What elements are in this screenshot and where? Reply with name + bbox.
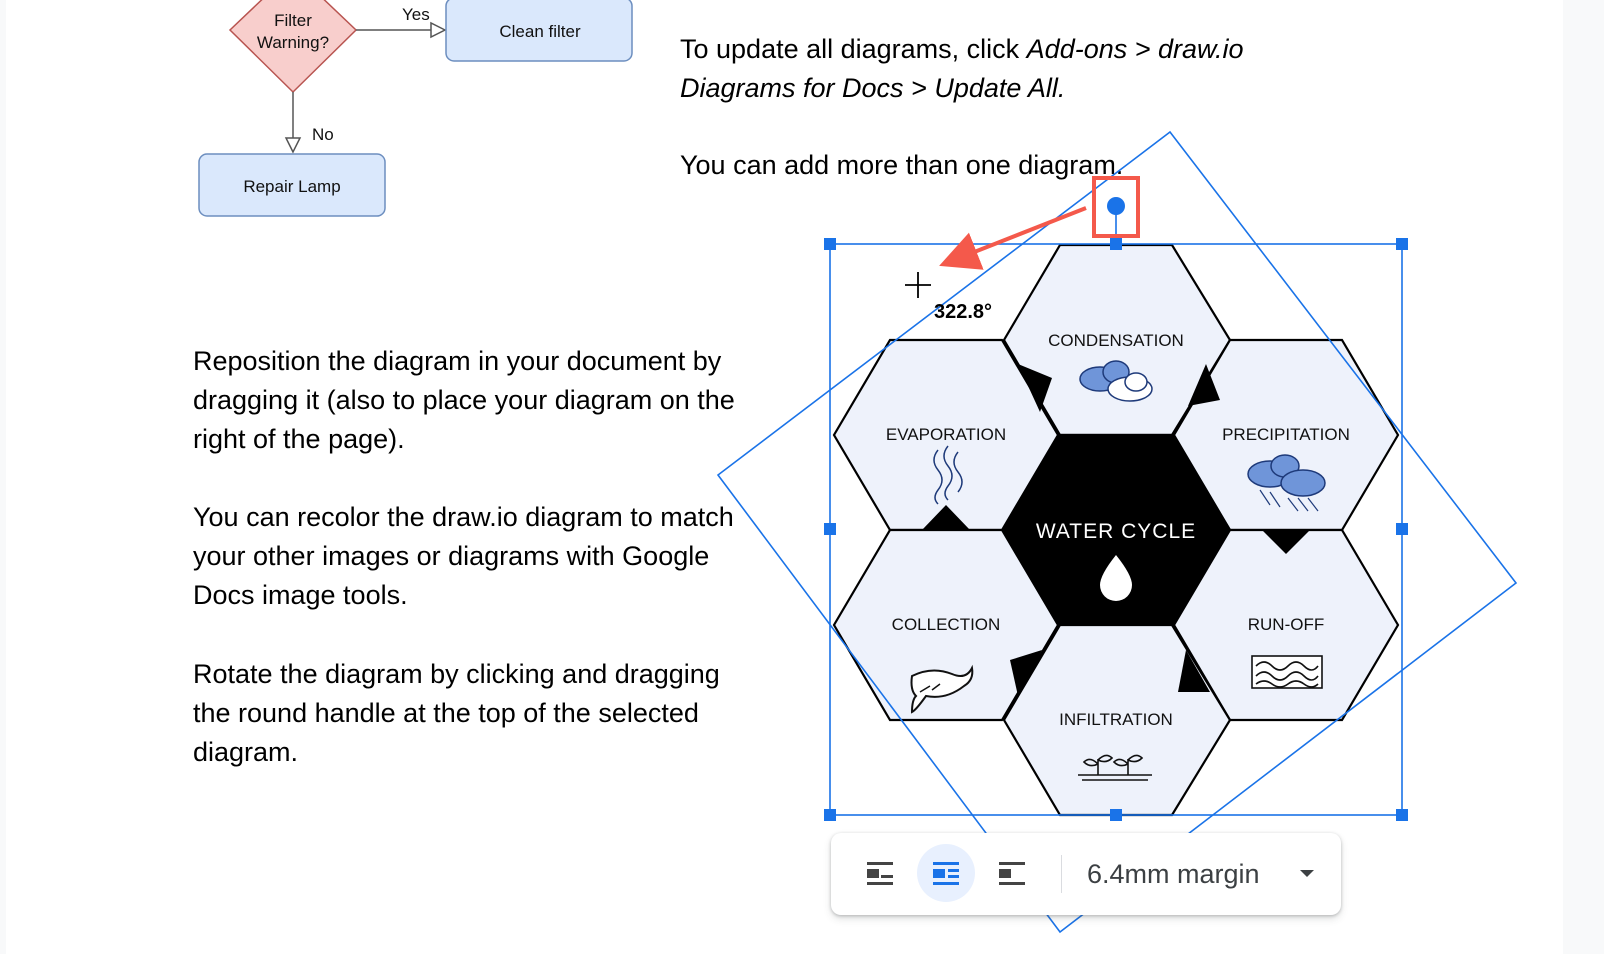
text-line: right of the page). [193, 424, 405, 454]
decision-label-line1: Filter [274, 11, 312, 30]
resize-handle-e[interactable] [1396, 523, 1408, 535]
no-label: No [312, 125, 334, 144]
water-cycle-selection[interactable]: CONDENSATION EVAPORATION PRECIPITATION C… [700, 120, 1540, 940]
update-menu-path-1: Add-ons > draw.io [1026, 34, 1244, 64]
break-text-button[interactable] [983, 844, 1041, 902]
update-instructions: To update all diagrams, click Add-ons > … [680, 30, 1244, 108]
flow-arrow [1018, 364, 1052, 412]
resize-handle-sw[interactable] [824, 809, 836, 821]
hex-run-off [1172, 528, 1400, 722]
yes-label: Yes [402, 5, 430, 24]
text-line: your other images or diagrams with Googl… [193, 541, 710, 571]
text-line: dragging it (also to place your diagram … [193, 385, 735, 415]
toolbar-divider [1061, 855, 1062, 893]
text-line: Reposition the diagram in your document … [193, 346, 722, 376]
wrap-text-icon [933, 862, 959, 885]
rotate-handle[interactable] [1107, 197, 1125, 215]
label-run-off: RUN-OFF [1248, 615, 1324, 634]
text-line: the round handle at the top of the selec… [193, 698, 699, 728]
text-line: Docs image tools. [193, 580, 408, 610]
resize-handles[interactable] [824, 238, 1408, 821]
rain-cloud-icon [1247, 454, 1326, 512]
flow-arrow [922, 505, 970, 530]
image-options-toolbar: 6.4mm margin [831, 833, 1341, 915]
label-evaporation: EVAPORATION [886, 425, 1006, 444]
yes-arrowhead [430, 21, 447, 39]
recolor-paragraph: You can recolor the draw.io diagram to m… [193, 498, 734, 615]
resize-handle-n[interactable] [1110, 238, 1122, 250]
waves-icon [1251, 655, 1323, 689]
wrap-text-button[interactable] [917, 844, 975, 902]
caret-down-icon[interactable] [1293, 860, 1321, 888]
margin-dropdown[interactable]: 6.4mm margin [1087, 859, 1260, 889]
text-line: diagram. [193, 737, 299, 767]
flow-arrow [1178, 650, 1210, 692]
rotate-paragraph: Rotate the diagram by clicking and dragg… [193, 655, 720, 772]
update-menu-path-2: Diagrams for Docs > Update All. [680, 73, 1066, 103]
center-label: WATER CYCLE [1036, 520, 1196, 543]
flow-arrow [1010, 650, 1042, 696]
crosshair-cursor-icon [905, 272, 931, 298]
update-text-lead: To update all diagrams, click [680, 34, 1027, 64]
flow-arrows [922, 364, 1310, 696]
reposition-paragraph: Reposition the diagram in your document … [193, 342, 735, 459]
resize-handle-nw[interactable] [824, 238, 836, 250]
label-precipitation: PRECIPITATION [1222, 425, 1350, 444]
label-condensation: CONDENSATION [1048, 331, 1184, 350]
rotation-angle-readout: 322.8° [934, 301, 992, 323]
sprout-icon [1078, 754, 1152, 781]
flowchart-diagram[interactable]: Filter Warning? Yes Clean filter No Repa… [190, 0, 650, 225]
water-drop-icon [1100, 555, 1132, 601]
steam-icon [933, 445, 963, 505]
whale-icon [910, 664, 974, 714]
clean-filter-box [445, 0, 633, 62]
text-line: Rotate the diagram by clicking and dragg… [193, 659, 720, 689]
resize-handle-ne[interactable] [1396, 238, 1408, 250]
label-infiltration: INFILTRATION [1059, 710, 1173, 729]
inline-wrap-icon [867, 862, 893, 885]
label-collection: COLLECTION [892, 615, 1001, 634]
add-more-text: You can add more than one diagram. [680, 150, 1124, 180]
decision-label-line2: Warning? [257, 33, 329, 52]
hex-collection [832, 528, 1060, 722]
resize-handle-w[interactable] [824, 523, 836, 535]
cloud-icon [1079, 360, 1153, 402]
resize-handle-s[interactable] [1110, 809, 1122, 821]
callout-arrow [939, 206, 1087, 270]
inline-text-button[interactable] [851, 844, 909, 902]
rotate-handle-highlight [1092, 176, 1140, 238]
break-text-icon [999, 862, 1025, 885]
repair-lamp-label: Repair Lamp [243, 177, 340, 196]
text-line: You can recolor the draw.io diagram to m… [193, 502, 734, 532]
repair-lamp-box [198, 153, 386, 217]
resize-handle-se[interactable] [1396, 809, 1408, 821]
rotation-ghost-outline [716, 130, 1518, 934]
flow-arrow [1262, 530, 1310, 554]
flow-arrow [1188, 364, 1220, 406]
no-arrowhead [284, 137, 302, 154]
clean-filter-label: Clean filter [499, 22, 581, 41]
